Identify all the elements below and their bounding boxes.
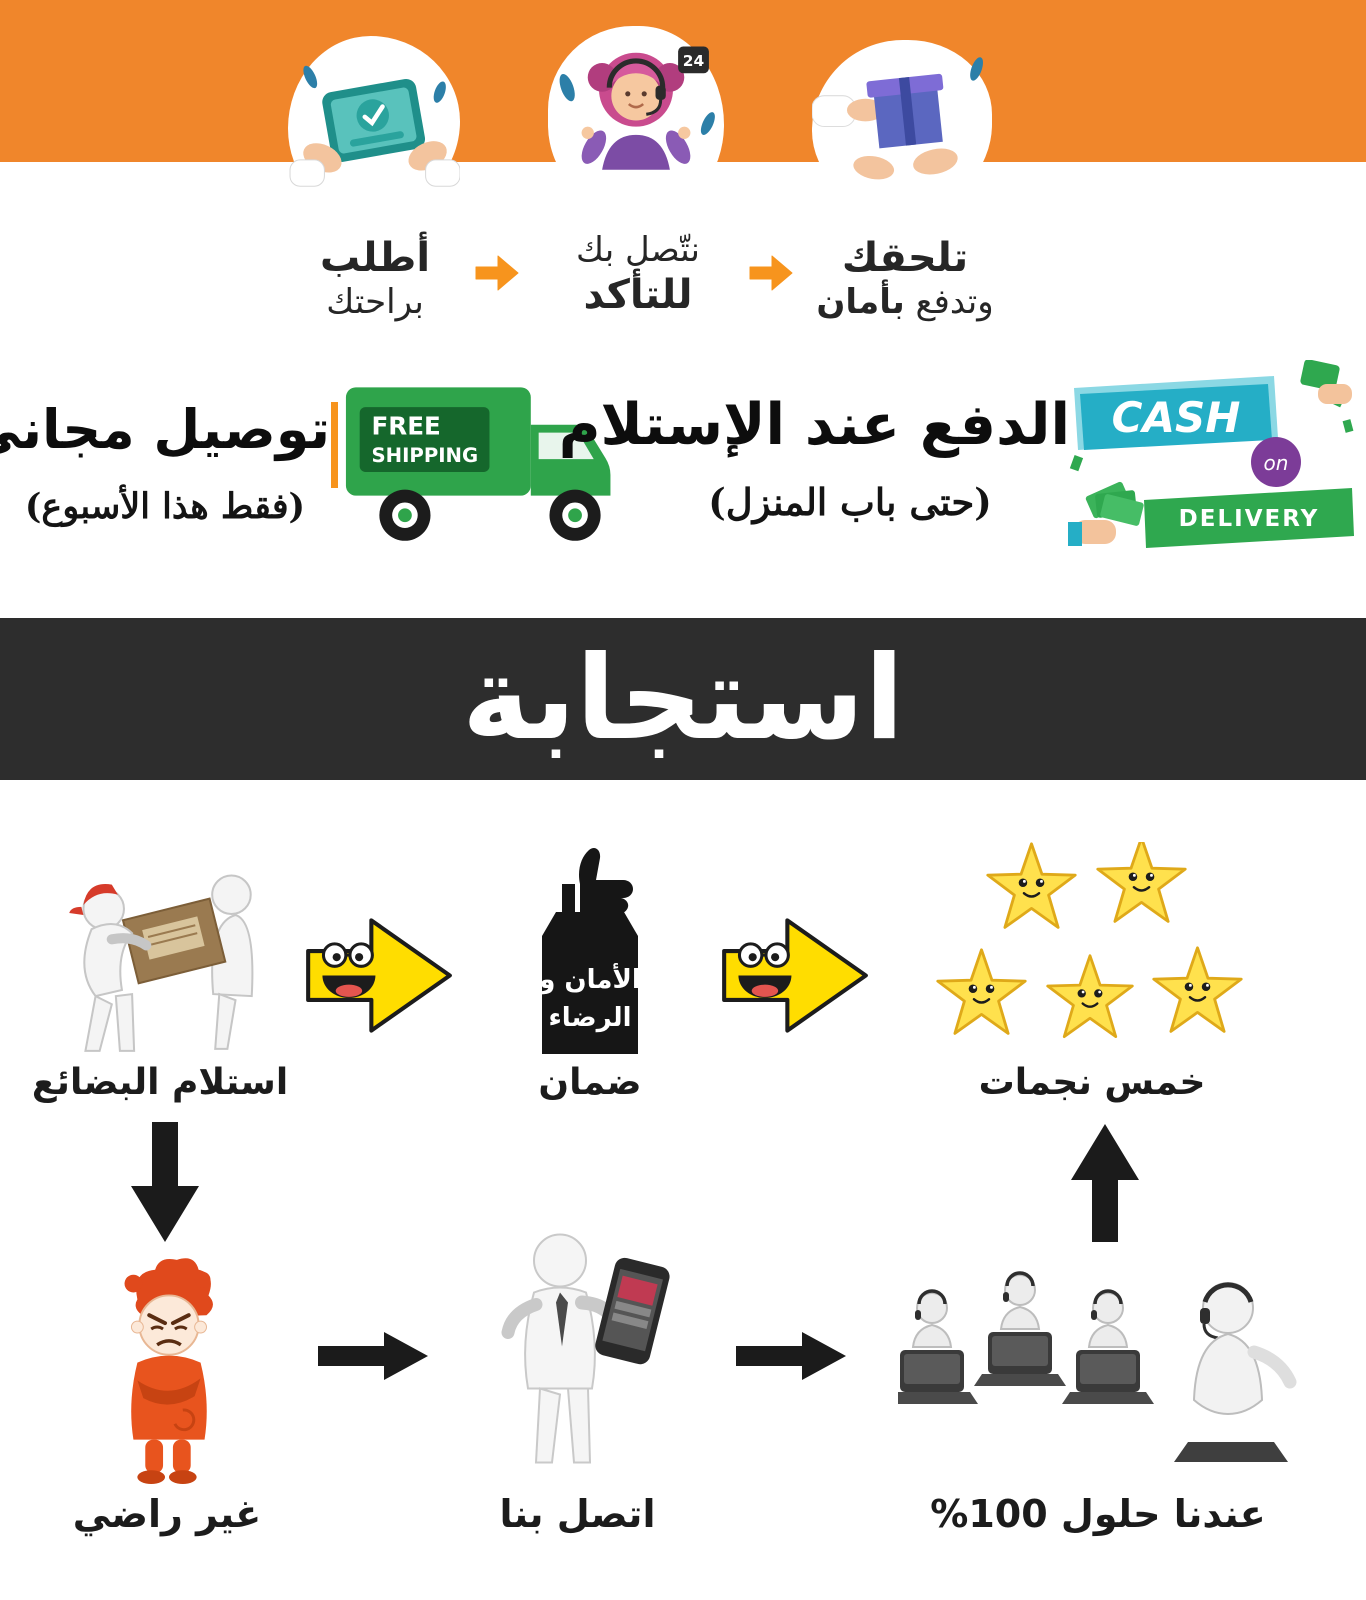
cod-subtitle: (حتى باب المنزل) xyxy=(708,480,992,524)
free-delivery-subtitle: (فقط هذا الأسبوع) xyxy=(24,486,306,527)
support-illustration-blob: 24 xyxy=(548,26,724,216)
smiley-arrow-2 xyxy=(716,902,874,1050)
gift-delivery-icon xyxy=(812,57,983,180)
delivery-word: DELIVERY xyxy=(1179,506,1320,532)
unsatisfied-label: غير راضي xyxy=(72,1492,262,1536)
cod-title: الدفع عند الإستلام xyxy=(558,392,1070,458)
receive-goods-label: استلام البضائع xyxy=(31,1062,289,1103)
down-arrow-icon xyxy=(131,1122,199,1242)
unsatisfied-customer-illustration xyxy=(88,1252,246,1488)
contact-us-illustration xyxy=(482,1222,672,1488)
step-safe-line1: تلحقك xyxy=(841,235,969,281)
response-banner-title: استجابة xyxy=(461,631,905,766)
orange-arrow-icon xyxy=(475,255,519,291)
gift-illustration-blob xyxy=(812,40,992,210)
five-happy-stars-icon xyxy=(936,842,1243,1039)
on-word: on xyxy=(1264,451,1289,475)
step-order: أطلب براحتك xyxy=(280,234,470,323)
step-order-line1: أطلب xyxy=(319,235,431,281)
step-confirm-call: نتّصل بك للتأكد xyxy=(545,230,731,319)
call-center-icon xyxy=(898,1271,1297,1462)
right-arrow-icon xyxy=(736,1332,846,1380)
support-agent-icon: 24 xyxy=(559,46,715,170)
free-delivery-title: توصيل مجاني xyxy=(0,398,330,461)
guarantee-bag-illustration: الأمان و الرضاء xyxy=(514,830,666,1064)
five-stars-illustration xyxy=(932,842,1252,1058)
step-confirm-line2: للتأكد xyxy=(583,271,693,318)
order-illustration-blob xyxy=(288,36,460,214)
up-arrow-icon xyxy=(1071,1124,1139,1242)
step-safe-line2b: بأمان xyxy=(816,282,905,322)
step-order-line2: براحتك xyxy=(326,282,424,322)
contact-us-label: اتصل بنا xyxy=(499,1492,656,1536)
call-center-illustration xyxy=(898,1244,1298,1490)
step-safe-line2a: وتدفع xyxy=(915,282,994,322)
smiley-arrow-1 xyxy=(300,902,458,1050)
guarantee-label: ضمان xyxy=(538,1062,642,1103)
response-banner: استجابة xyxy=(0,618,1366,780)
tablet-order-icon xyxy=(289,65,460,187)
truck-free-text: FREE xyxy=(372,412,441,441)
truck-shipping-text: SHIPPING xyxy=(372,444,479,467)
smiley-arrow-icon xyxy=(722,918,868,1033)
man-holding-phone-icon xyxy=(501,1233,670,1464)
cash-word: CASH xyxy=(1112,393,1241,442)
angry-customer-icon xyxy=(124,1258,213,1485)
five-stars-label: خمس نجمات xyxy=(978,1062,1206,1103)
free-shipping-truck-icon: FREE SHIPPING xyxy=(345,387,611,541)
cash-on-delivery-icon: CASH on DELIVERY xyxy=(1068,360,1354,548)
step-safe-payment: تلحقك وتدفع بأمان xyxy=(796,234,1014,323)
workers-carrying-box-icon xyxy=(69,874,254,1052)
thumbs-up-bag-icon: الأمان و الرضاء xyxy=(537,847,641,1054)
step-safe-line2: وتدفع بأمان xyxy=(796,282,1014,323)
receive-goods-illustration xyxy=(50,842,275,1060)
right-arrow-icon xyxy=(318,1332,428,1380)
step-confirm-line1: نتّصل بك xyxy=(576,230,700,270)
smiley-arrow-icon xyxy=(306,918,452,1033)
bag-text-line1: الأمان و xyxy=(537,963,641,995)
badge-24: 24 xyxy=(683,52,704,70)
bag-text-line2: الرضاء xyxy=(548,1003,631,1033)
orange-divider xyxy=(331,402,338,488)
solutions-label: عندنا حلول 100% xyxy=(930,1492,1266,1536)
orange-arrow-icon xyxy=(749,255,793,291)
